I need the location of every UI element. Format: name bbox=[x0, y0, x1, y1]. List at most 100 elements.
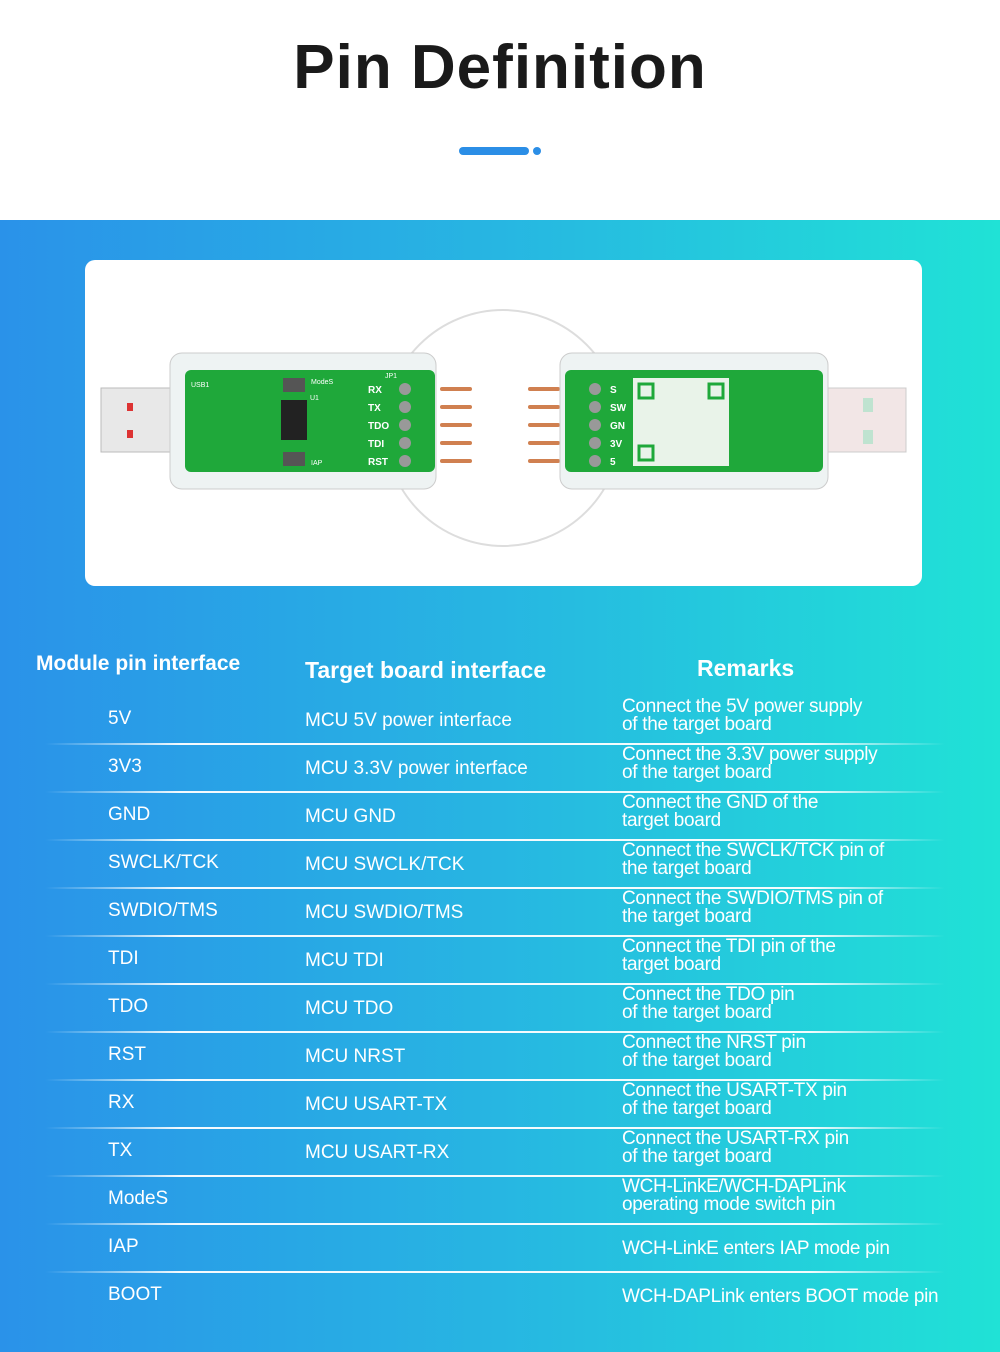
target-interface: MCU 3.3V power interface bbox=[305, 758, 528, 779]
row-divider bbox=[45, 1079, 945, 1081]
row-divider bbox=[45, 887, 945, 889]
header-remarks: Remarks bbox=[697, 655, 795, 681]
remark-line: the target board bbox=[622, 906, 752, 927]
remark-line: Connect the USART-TX pin bbox=[622, 1080, 847, 1101]
pin-table-panel: USB1 ModeS IAP JP1 U1 RX TX TDO TDI RST S SW G… bbox=[0, 220, 1000, 1352]
remark-line: Connect the 5V power supply bbox=[622, 696, 863, 717]
title-dot bbox=[533, 147, 541, 155]
row-divider bbox=[45, 1127, 945, 1129]
module-pin: RX bbox=[108, 1092, 135, 1113]
remark-line: Connect the SWDIO/TMS pin of bbox=[622, 888, 883, 909]
module-pin: SWCLK/TCK bbox=[108, 852, 219, 873]
remark-line: of the target board bbox=[622, 1050, 772, 1071]
module-pin: SWDIO/TMS bbox=[108, 900, 218, 921]
module-pin: TDO bbox=[108, 996, 149, 1017]
pin-silk-label: TDO bbox=[368, 421, 389, 432]
remark-line: WCH-DAPLink enters BOOT mode pin bbox=[622, 1286, 939, 1307]
target-interface: MCU NRST bbox=[305, 1046, 406, 1067]
pin-silk-label: S bbox=[610, 385, 617, 396]
page-title: Pin Definition bbox=[293, 33, 707, 102]
pin-header-icon bbox=[399, 383, 411, 395]
target-interface: MCU USART-RX bbox=[305, 1142, 450, 1163]
row-divider bbox=[45, 791, 945, 793]
table-row: RX MCU USART-TX Connect the USART-TX pin… bbox=[0, 1080, 1000, 1129]
row-divider bbox=[45, 839, 945, 841]
module-pin: BOOT bbox=[108, 1284, 162, 1305]
remark-line: WCH-LinkE enters IAP mode pin bbox=[622, 1238, 890, 1259]
pin-header-icon bbox=[589, 455, 601, 467]
remark-line: target board bbox=[622, 954, 721, 975]
remark-line: Connect the SWCLK/TCK pin of bbox=[622, 840, 884, 861]
title-underline bbox=[459, 147, 529, 155]
module-pin: TDI bbox=[108, 948, 139, 969]
pin-silk-label: 5 bbox=[610, 457, 616, 468]
module-pin: IAP bbox=[108, 1236, 139, 1257]
remark-line: Connect the GND of the bbox=[622, 792, 819, 813]
pin-silk-label: TDI bbox=[368, 439, 384, 450]
remark-line: of the target board bbox=[622, 1002, 772, 1023]
pin-header-icon bbox=[399, 401, 411, 413]
table-row: BOOT WCH-DAPLink enters BOOT mode pin bbox=[0, 1272, 1000, 1320]
target-interface: MCU TDO bbox=[305, 998, 394, 1019]
row-divider bbox=[45, 1223, 945, 1225]
table-row: 5V MCU 5V power interface Connect the 5V… bbox=[0, 696, 1000, 745]
table-row: SWDIO/TMS MCU SWDIO/TMS Connect the SWDI… bbox=[0, 888, 1000, 937]
silk-usb1: USB1 bbox=[191, 382, 209, 389]
remark-line: Connect the TDI pin of the bbox=[622, 936, 836, 957]
remark-line: of the target board bbox=[622, 1146, 772, 1167]
row-divider bbox=[45, 743, 945, 745]
target-interface: MCU SWCLK/TCK bbox=[305, 854, 465, 875]
row-divider bbox=[45, 1271, 945, 1273]
pin-header-icon bbox=[399, 455, 411, 467]
row-divider bbox=[45, 983, 945, 985]
target-interface: MCU GND bbox=[305, 806, 396, 827]
remark-line: operating mode switch pin bbox=[622, 1194, 836, 1215]
pin-silk-label: RX bbox=[368, 385, 382, 396]
remark-line: of the target board bbox=[622, 1098, 772, 1119]
target-interface: MCU 5V power interface bbox=[305, 710, 512, 731]
pin-header-icon bbox=[399, 437, 411, 449]
header-module-pin: Module pin interface bbox=[36, 652, 241, 675]
pin-silk-label: GN bbox=[610, 421, 625, 432]
target-interface: MCU TDI bbox=[305, 950, 384, 971]
row-divider bbox=[45, 1031, 945, 1033]
remark-line: Connect the NRST pin bbox=[622, 1032, 806, 1053]
module-pin: RST bbox=[108, 1044, 146, 1065]
row-divider bbox=[45, 935, 945, 937]
module-pin: TX bbox=[108, 1140, 133, 1161]
silk-modes: ModeS bbox=[311, 379, 334, 386]
module-pin: 3V3 bbox=[108, 756, 142, 777]
pin-header-icon bbox=[589, 383, 601, 395]
remark: WCH-DAPLink enters BOOT mode pin bbox=[622, 1286, 982, 1307]
silk-u1: U1 bbox=[310, 395, 319, 402]
remark-line: Connect the USART-RX pin bbox=[622, 1128, 849, 1149]
pin-header-icon bbox=[589, 437, 601, 449]
remark: WCH-LinkE enters IAP mode pin bbox=[622, 1238, 982, 1259]
row-divider bbox=[45, 1175, 945, 1177]
pin-header-icon bbox=[589, 401, 601, 413]
pin-silk-label: RST bbox=[368, 457, 388, 468]
pin-silk-label: 3V bbox=[610, 439, 623, 450]
table-row: 3V3 MCU 3.3V power interface Connect the… bbox=[0, 744, 1000, 793]
remark-line: WCH-LinkE/WCH-DAPLink bbox=[622, 1176, 846, 1197]
silk-jp1: JP1 bbox=[385, 373, 397, 380]
target-interface: MCU SWDIO/TMS bbox=[305, 902, 464, 923]
module-pin: GND bbox=[108, 804, 151, 825]
remark-line: the target board bbox=[622, 858, 752, 879]
table-row: IAP WCH-LinkE enters IAP mode pin bbox=[0, 1224, 1000, 1273]
pin-silk-label: SW bbox=[610, 403, 627, 414]
remark-line: target board bbox=[622, 810, 721, 831]
table-row: TX MCU USART-RX Connect the USART-RX pin… bbox=[0, 1128, 1000, 1177]
